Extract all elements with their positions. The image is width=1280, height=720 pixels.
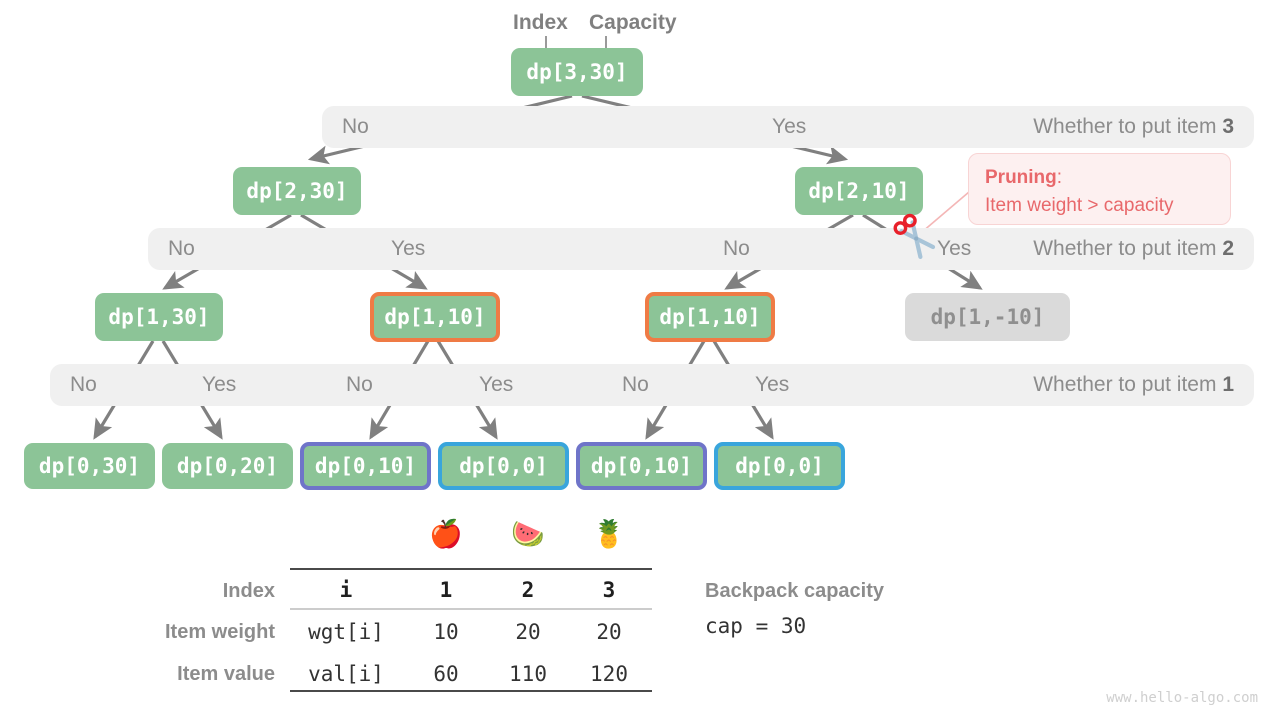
band3-question: Whether to put item 3 bbox=[1033, 115, 1234, 139]
capacity-note: Backpack capacity cap = 30 bbox=[705, 580, 884, 638]
table-rule-bottom bbox=[290, 690, 652, 692]
table-key-val: val[i] bbox=[308, 662, 384, 686]
leaf-node-dp0-10-left[interactable]: dp[0,10] bbox=[300, 442, 431, 490]
table-rule-top bbox=[290, 568, 652, 570]
tree-node-dp2-30[interactable]: dp[2,30] bbox=[233, 167, 361, 215]
band1-choice-no-b: No bbox=[346, 373, 373, 396]
table-key-wgt: wgt[i] bbox=[308, 620, 384, 644]
tree-node-dp1-neg10-pruned: dp[1,-10] bbox=[905, 293, 1070, 341]
pruning-reason: Item weight > capacity bbox=[985, 194, 1174, 216]
watermark: www.hello-algo.com bbox=[1106, 690, 1258, 706]
band3-choice-yes: Yes bbox=[772, 115, 807, 138]
band2-question: Whether to put item 2 bbox=[1033, 237, 1234, 261]
table-cell-i-1: 1 bbox=[439, 578, 453, 602]
band2-choice-no-right: No bbox=[723, 237, 750, 260]
capacity-note-caption: Backpack capacity bbox=[705, 580, 885, 602]
table-cell-wgt-1: 10 bbox=[433, 620, 459, 644]
table-emoji-watermelon: 🍉 bbox=[511, 519, 545, 549]
band1-question: Whether to put item 1 bbox=[1033, 373, 1234, 397]
table-cell-i-3: 3 bbox=[602, 578, 616, 602]
header-label-index: Index bbox=[513, 11, 568, 34]
table-rowlabel-item-value: Item value bbox=[177, 663, 275, 685]
band1-choice-yes-a: Yes bbox=[202, 373, 237, 396]
band1-choice-yes-b: Yes bbox=[479, 373, 514, 396]
table-cell-wgt-2: 20 bbox=[515, 620, 541, 644]
band3-choice-no: No bbox=[342, 115, 369, 138]
tree-node-dp2-10[interactable]: dp[2,10] bbox=[795, 167, 923, 215]
capacity-note-code: cap = 30 bbox=[705, 614, 807, 638]
decision-band-item1: No Yes No Yes No Yes Whether to put item… bbox=[50, 364, 1254, 406]
leaf-node-dp0-20[interactable]: dp[0,20] bbox=[162, 443, 293, 489]
table-rowlabel-item-weight: Item weight bbox=[164, 621, 275, 643]
scissors-icon bbox=[893, 213, 936, 259]
band2-item-number: 2 bbox=[1222, 237, 1234, 260]
band1-choice-no-c: No bbox=[622, 373, 649, 396]
pruning-colon: : bbox=[1056, 167, 1063, 188]
tree-node-dp1-30[interactable]: dp[1,30] bbox=[95, 293, 223, 341]
tree-node-dp1-10-left[interactable]: dp[1,10] bbox=[370, 292, 500, 342]
header-label-capacity: Capacity bbox=[589, 11, 677, 34]
band1-item-number: 1 bbox=[1222, 373, 1234, 396]
tree-node-dp1-10-right[interactable]: dp[1,10] bbox=[645, 292, 775, 342]
band2-choice-yes-right: Yes bbox=[937, 237, 972, 260]
band3-item-number: 3 bbox=[1222, 115, 1234, 138]
table-cell-wgt-3: 20 bbox=[596, 620, 622, 644]
leaf-node-dp0-10-right[interactable]: dp[0,10] bbox=[576, 442, 707, 490]
tree-node-root[interactable]: dp[3,30] bbox=[511, 48, 643, 96]
band3-question-text: Whether to put item bbox=[1033, 115, 1223, 138]
band1-choice-no-a: No bbox=[70, 373, 97, 396]
band2-choice-yes-left: Yes bbox=[391, 237, 426, 260]
pruning-callout: Pruning: Item weight > capacity bbox=[968, 153, 1231, 225]
table-key-i: i bbox=[339, 578, 353, 602]
table-emoji-pineapple: 🍍 bbox=[592, 519, 626, 549]
table-cell-val-3: 120 bbox=[590, 662, 628, 686]
band1-question-text: Whether to put item bbox=[1033, 373, 1223, 396]
band1-choice-yes-c: Yes bbox=[755, 373, 790, 396]
band2-question-text: Whether to put item bbox=[1033, 237, 1223, 260]
leaf-node-dp0-0-left[interactable]: dp[0,0] bbox=[438, 442, 569, 490]
decision-band-item2: No Yes No Yes Whether to put item 2 bbox=[148, 228, 1254, 270]
leaf-node-dp0-30[interactable]: dp[0,30] bbox=[24, 443, 155, 489]
table-rule-mid bbox=[290, 608, 652, 610]
table-rowlabel-index: Index bbox=[222, 580, 275, 602]
table-cell-val-1: 60 bbox=[433, 662, 459, 686]
decision-band-item3: No Yes Whether to put item 3 bbox=[322, 106, 1254, 148]
table-emoji-apple: 🍎 bbox=[429, 519, 463, 549]
band2-choice-no-left: No bbox=[168, 237, 195, 260]
table-cell-i-2: 2 bbox=[521, 578, 535, 602]
leaf-node-dp0-0-right[interactable]: dp[0,0] bbox=[714, 442, 845, 490]
table-cell-val-2: 110 bbox=[509, 662, 547, 686]
pruning-title: Pruning bbox=[985, 167, 1057, 188]
pruning-title-line: Pruning: bbox=[985, 164, 1214, 192]
